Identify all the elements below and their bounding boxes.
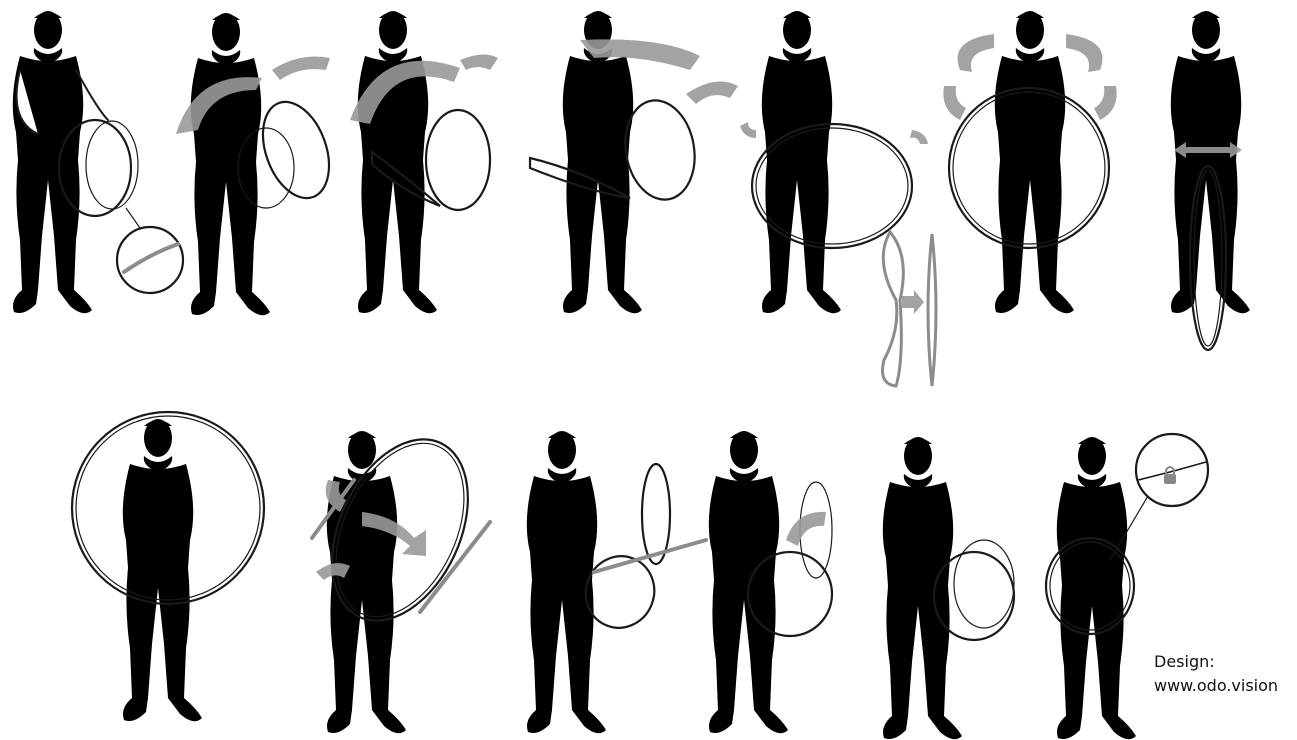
step-2-figure: [191, 13, 270, 315]
step-6-open-arrow-bottom-left: [943, 86, 966, 120]
step-4-fold-arrow-small: [686, 82, 738, 105]
step-2-twist-arrow-right: [272, 57, 330, 81]
step-5-figure: [762, 11, 841, 313]
step-5-loop-flat: [928, 234, 936, 386]
step-2-hoop-a: [251, 93, 342, 207]
lock-icon: [1164, 474, 1176, 484]
step-1-lock-detail: [117, 227, 183, 293]
step-5-loop-folded: [883, 232, 904, 386]
step-1-figure: [13, 11, 108, 313]
design-credit-url: www.odo.vision: [1154, 674, 1278, 698]
step-9-diagonal-guide-2: [420, 522, 490, 612]
step-12-figure: [883, 437, 962, 739]
step-11-figure: [709, 431, 788, 733]
step-6-figure: [995, 11, 1074, 313]
step-5-inset-arrow: [902, 290, 924, 314]
step-13-lock-detail: [1136, 434, 1208, 506]
step-13-figure: [1057, 437, 1136, 739]
step-5-flip-arrow-right: [910, 130, 928, 144]
step-3-twist-arrow-right: [460, 54, 498, 70]
step-8-figure: [123, 419, 202, 721]
design-credit: Design: www.odo.vision: [1154, 650, 1278, 698]
step-7-figure: [1171, 11, 1250, 313]
step-5-flip-arrow-left: [740, 122, 756, 138]
step-10-twist-guide: [594, 540, 706, 572]
step-11-fold-arrow: [786, 512, 826, 546]
step-3-hoop-a: [426, 110, 490, 210]
step-6-open-arrow-left: [958, 34, 994, 72]
step-6-open-arrow-bottom-right: [1094, 86, 1117, 120]
step-10-hoop-a: [642, 464, 670, 564]
step-6-open-arrow-right: [1066, 34, 1102, 72]
step-10-figure: [527, 431, 606, 733]
design-credit-label: Design:: [1154, 650, 1278, 674]
step-1-detail-connector: [126, 208, 140, 228]
step-1-lock-detail-band: [124, 244, 178, 272]
